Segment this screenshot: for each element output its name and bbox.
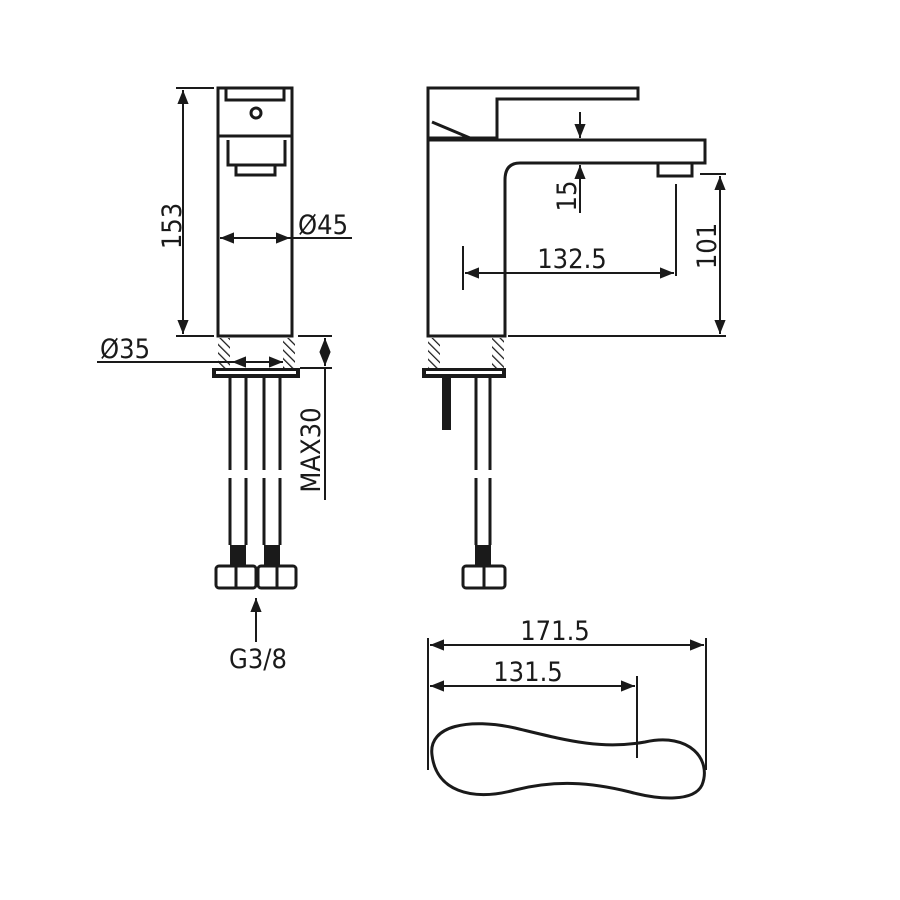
overall-length-label: 171.5	[520, 616, 590, 647]
side-view: 15 132.5 101	[422, 86, 726, 590]
handle-top-outline	[430, 722, 706, 800]
top-view: 171.5 131.5	[427, 616, 707, 800]
spout-height-label: 101	[692, 223, 723, 269]
front-view: 153 Ø45 Ø35 MAX30 G3/8	[97, 86, 352, 675]
thread-size-label: G3/8	[229, 644, 287, 675]
height-dimension-label: 153	[157, 203, 188, 249]
body-diameter-label: Ø45	[298, 210, 348, 241]
handle-screw-icon	[249, 106, 263, 120]
max-thickness-label: MAX30	[296, 407, 327, 492]
lever-handle	[426, 86, 640, 140]
base-diameter-label: Ø35	[100, 334, 150, 365]
spout-body	[426, 138, 707, 338]
supply-hoses	[214, 378, 298, 590]
front-body	[216, 86, 294, 338]
spout-reach-label: 132.5	[537, 244, 607, 275]
handle-length-label: 131.5	[493, 657, 563, 688]
spout-thickness-label: 15	[552, 181, 583, 212]
